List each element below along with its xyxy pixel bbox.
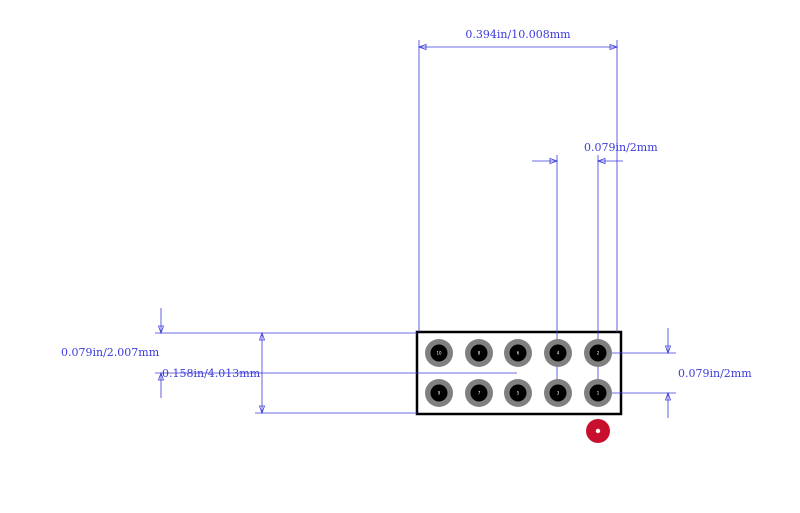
pad-hole — [589, 344, 607, 362]
row-pitch-left-label: 0.079in/2.007mm — [61, 346, 160, 359]
pad-label: 9 — [438, 391, 441, 396]
pad: 5 — [504, 379, 532, 407]
pad-label: 5 — [517, 391, 520, 396]
pad-label: 2 — [597, 351, 600, 356]
pad-hole — [509, 344, 527, 362]
pad: 7 — [465, 379, 493, 407]
pad: 4 — [544, 339, 572, 367]
pad: 8 — [465, 339, 493, 367]
pad-label: 7 — [478, 391, 481, 396]
pitch-x-arrow-right — [596, 157, 606, 165]
pad-label: 1 — [597, 391, 600, 396]
row-pitch-left-arrow-bottom — [157, 371, 165, 381]
pad-hole — [589, 384, 607, 402]
pin1-marker-center — [595, 428, 601, 434]
pad: 6 — [504, 339, 532, 367]
pad-hole — [549, 344, 567, 362]
pad-hole — [430, 344, 448, 362]
pad-hole — [470, 344, 488, 362]
pad-hole — [549, 384, 567, 402]
pad-label: 10 — [436, 351, 442, 356]
pads: 10 8 6 4 2 9 7 — [425, 339, 612, 407]
pad: 1 — [584, 379, 612, 407]
pad-label: 8 — [478, 351, 481, 356]
overall-height-arrow-top — [258, 331, 266, 341]
overall-width-arrow-left — [417, 43, 427, 51]
pad: 3 — [544, 379, 572, 407]
overall-width-arrow-right — [609, 43, 619, 51]
pad-hole — [430, 384, 448, 402]
row-pitch-right-arrow-top — [664, 345, 672, 355]
pad: 10 — [425, 339, 453, 367]
pad-hole — [470, 384, 488, 402]
row-pitch-left-arrow-top — [157, 325, 165, 335]
overall-height-label: 0.158in/4.013mm — [162, 367, 261, 380]
overall-width-label: 0.394in/10.008mm — [465, 28, 571, 41]
row-pitch-right-arrow-bottom — [664, 391, 672, 401]
dimension-lines — [155, 40, 676, 418]
pad-label: 3 — [557, 391, 560, 396]
pad-label: 6 — [517, 351, 520, 356]
row-pitch-right-label: 0.079in/2mm — [678, 367, 752, 380]
pad-hole — [509, 384, 527, 402]
pad: 9 — [425, 379, 453, 407]
pad-label: 4 — [557, 351, 560, 356]
pitch-x-arrow-left — [549, 157, 559, 165]
pin1-marker — [586, 419, 610, 443]
pitch-x-label: 0.079in/2mm — [584, 141, 658, 154]
pad: 2 — [584, 339, 612, 367]
overall-height-arrow-bottom — [258, 405, 266, 415]
